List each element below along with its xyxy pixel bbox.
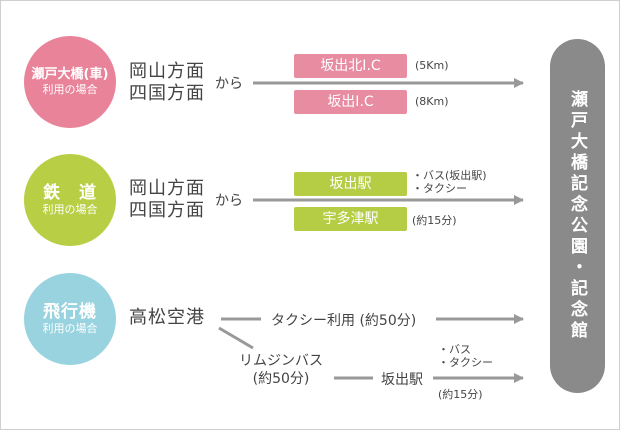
car-origin-line1: 岡山方面 — [129, 61, 205, 82]
car-origin-line2: 四国方面 — [129, 83, 205, 104]
rail-title: 鉄 道 — [43, 183, 97, 203]
rail-subtitle: 利用の場合 — [42, 203, 98, 216]
car-circle: 瀬戸大橋(車) 利用の場合 — [24, 36, 116, 128]
air-origin: 高松空港 — [129, 307, 205, 328]
air-taxi-label: タクシー利用 (約50分) — [271, 313, 417, 329]
air-note-bus: ・バス — [438, 343, 471, 356]
rail-origin-line1: 岡山方面 — [129, 178, 205, 199]
destination-label: 瀬戸大橋記念公園・記念館 — [567, 90, 587, 342]
rail-station-sakaide: 坂出駅 — [294, 172, 407, 196]
rail-kara: から — [215, 193, 243, 209]
rail-sakaide-note-bus: ・バス(坂出駅) — [412, 169, 487, 182]
air-circle: 飛行機 利用の場合 — [24, 273, 116, 365]
car-title: 瀬戸大橋(車) — [31, 67, 109, 82]
air-station-notes: ・バス ・タクシー — [438, 343, 493, 369]
car-exit-kitaic-distance: (5Km) — [415, 59, 449, 72]
air-station: 坂出駅 — [381, 372, 423, 388]
rail-origin: 岡山方面 四国方面 — [129, 178, 205, 222]
air-limousine: リムジンバス (約50分) — [239, 352, 323, 388]
rail-circle: 鉄 道 利用の場合 — [24, 154, 116, 246]
car-exit-ic: 坂出I.C — [294, 90, 407, 114]
rail-sakaide-note-taxi: ・タクシー — [412, 182, 467, 195]
car-subtitle: 利用の場合 — [42, 83, 98, 96]
car-exit-ic-distance: (8Km) — [415, 95, 449, 108]
air-subtitle: 利用の場合 — [42, 322, 98, 335]
car-exit-kitaic: 坂出北I.C — [294, 54, 407, 78]
car-kara: から — [215, 76, 243, 92]
destination-pill: 瀬戸大橋記念公園・記念館 — [550, 39, 605, 393]
rail-station-utazu: 宇多津駅 — [294, 207, 407, 231]
air-note-taxi: ・タクシー — [438, 356, 493, 369]
rail-utazu-time: (約15分) — [412, 214, 457, 227]
car-origin: 岡山方面 四国方面 — [129, 61, 205, 105]
air-station-time: (約15分) — [438, 388, 483, 401]
rail-origin-line2: 四国方面 — [129, 200, 205, 221]
air-title: 飛行機 — [43, 302, 97, 322]
air-limousine-line2: (約50分) — [252, 371, 310, 387]
air-limousine-line1: リムジンバス — [239, 353, 323, 369]
limousine-connector — [218, 326, 254, 350]
rail-sakaide-notes: ・バス(坂出駅) ・タクシー — [412, 169, 487, 195]
